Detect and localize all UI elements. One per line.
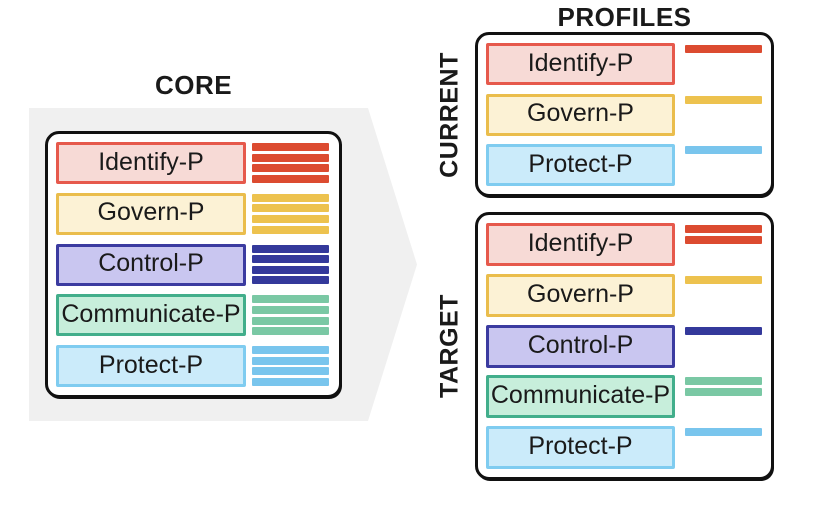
coverage-bar bbox=[685, 146, 762, 154]
function-box-govern-p: Govern-P bbox=[486, 93, 675, 136]
coverage-bar bbox=[252, 316, 329, 325]
function-label: Communicate-P bbox=[61, 299, 241, 328]
function-box-communicate-p: Communicate-P bbox=[56, 294, 246, 337]
function-label: Identify-P bbox=[527, 48, 634, 77]
coverage-bar bbox=[252, 174, 329, 183]
function-row: Control-P bbox=[486, 324, 763, 368]
coverage-bar bbox=[252, 215, 329, 224]
coverage-bar bbox=[685, 95, 762, 104]
function-row: Identify-P bbox=[486, 223, 763, 266]
coverage-bar bbox=[252, 356, 329, 365]
function-label: Control-P bbox=[527, 330, 634, 359]
coverage-bar bbox=[252, 255, 329, 264]
coverage-bar bbox=[252, 327, 329, 336]
coverage-bar bbox=[252, 367, 329, 376]
coverage-bars bbox=[252, 244, 329, 286]
function-box-govern-p: Govern-P bbox=[486, 273, 675, 317]
coverage-bars bbox=[252, 345, 329, 387]
coverage-bar bbox=[252, 244, 329, 253]
function-label: Govern-P bbox=[527, 99, 634, 127]
function-label: Protect-P bbox=[528, 432, 633, 460]
function-row: Govern-P bbox=[486, 93, 763, 136]
coverage-bar bbox=[252, 377, 329, 386]
function-row: Communicate-P bbox=[486, 375, 763, 419]
coverage-bar bbox=[252, 164, 329, 173]
function-label: Govern-P bbox=[527, 279, 634, 308]
coverage-bars bbox=[252, 294, 329, 336]
function-row: Identify-P bbox=[56, 142, 331, 184]
coverage-bar bbox=[252, 225, 329, 234]
current-profile-label: CURRENT bbox=[435, 52, 464, 178]
profiles-title: PROFILES bbox=[557, 2, 692, 32]
coverage-bars bbox=[685, 45, 762, 85]
coverage-bar bbox=[252, 265, 329, 274]
function-box-identify-p: Identify-P bbox=[486, 223, 675, 266]
coverage-bar bbox=[252, 295, 329, 304]
function-box-govern-p: Govern-P bbox=[56, 192, 246, 235]
coverage-bar bbox=[685, 275, 762, 284]
coverage-bar bbox=[252, 193, 329, 202]
function-box-protect-p: Protect-P bbox=[486, 144, 675, 186]
coverage-bar bbox=[252, 204, 329, 213]
function-row: Govern-P bbox=[56, 192, 331, 235]
coverage-bar bbox=[685, 388, 762, 397]
coverage-bar bbox=[685, 45, 762, 53]
coverage-bars bbox=[685, 428, 762, 469]
coverage-bars bbox=[252, 193, 329, 235]
function-label: Identify-P bbox=[98, 147, 204, 176]
coverage-bars bbox=[685, 225, 762, 266]
coverage-bar bbox=[252, 305, 329, 314]
coverage-bars bbox=[685, 95, 762, 136]
function-box-communicate-p: Communicate-P bbox=[486, 375, 675, 419]
coverage-bars bbox=[685, 326, 762, 368]
function-row: Protect-P bbox=[486, 426, 763, 469]
coverage-bar bbox=[252, 153, 329, 162]
coverage-bar bbox=[252, 143, 329, 151]
function-box-control-p: Control-P bbox=[486, 324, 675, 368]
function-label: Identify-P bbox=[527, 229, 634, 257]
coverage-bars bbox=[685, 275, 762, 317]
function-row: Govern-P bbox=[486, 273, 763, 317]
coverage-bars bbox=[685, 146, 762, 186]
function-row: Communicate-P bbox=[56, 294, 331, 337]
function-row: Protect-P bbox=[486, 144, 763, 186]
coverage-bar bbox=[685, 428, 762, 436]
coverage-bar bbox=[685, 236, 762, 244]
function-box-identify-p: Identify-P bbox=[56, 142, 246, 184]
function-box-control-p: Control-P bbox=[56, 243, 246, 286]
coverage-bar bbox=[685, 225, 762, 233]
coverage-bars bbox=[252, 142, 329, 184]
function-row: Identify-P bbox=[486, 43, 763, 85]
function-label: Govern-P bbox=[97, 198, 205, 227]
function-row: Protect-P bbox=[56, 345, 331, 387]
coverage-bars bbox=[685, 377, 762, 418]
target-profile-box: Identify-P Govern-P Control-P Communicate-P… bbox=[475, 212, 774, 480]
function-box-protect-p: Protect-P bbox=[486, 426, 675, 469]
function-box-protect-p: Protect-P bbox=[56, 345, 246, 387]
core-box: Identify-P Govern-P Control-P Communicate-P… bbox=[45, 131, 342, 398]
core-title: CORE bbox=[154, 70, 233, 100]
target-profile-label: TARGET bbox=[435, 294, 464, 398]
function-label: Protect-P bbox=[98, 350, 204, 379]
function-label: Control-P bbox=[98, 249, 204, 277]
current-profile-box: Identify-P Govern-P Protect-P bbox=[475, 32, 774, 197]
coverage-bar bbox=[685, 326, 762, 335]
coverage-bar bbox=[252, 346, 329, 354]
function-row: Control-P bbox=[56, 243, 331, 286]
function-label: Communicate-P bbox=[490, 381, 671, 410]
coverage-bar bbox=[685, 377, 762, 386]
function-label: Protect-P bbox=[528, 149, 633, 178]
coverage-bar bbox=[252, 276, 329, 285]
function-box-identify-p: Identify-P bbox=[486, 43, 675, 85]
